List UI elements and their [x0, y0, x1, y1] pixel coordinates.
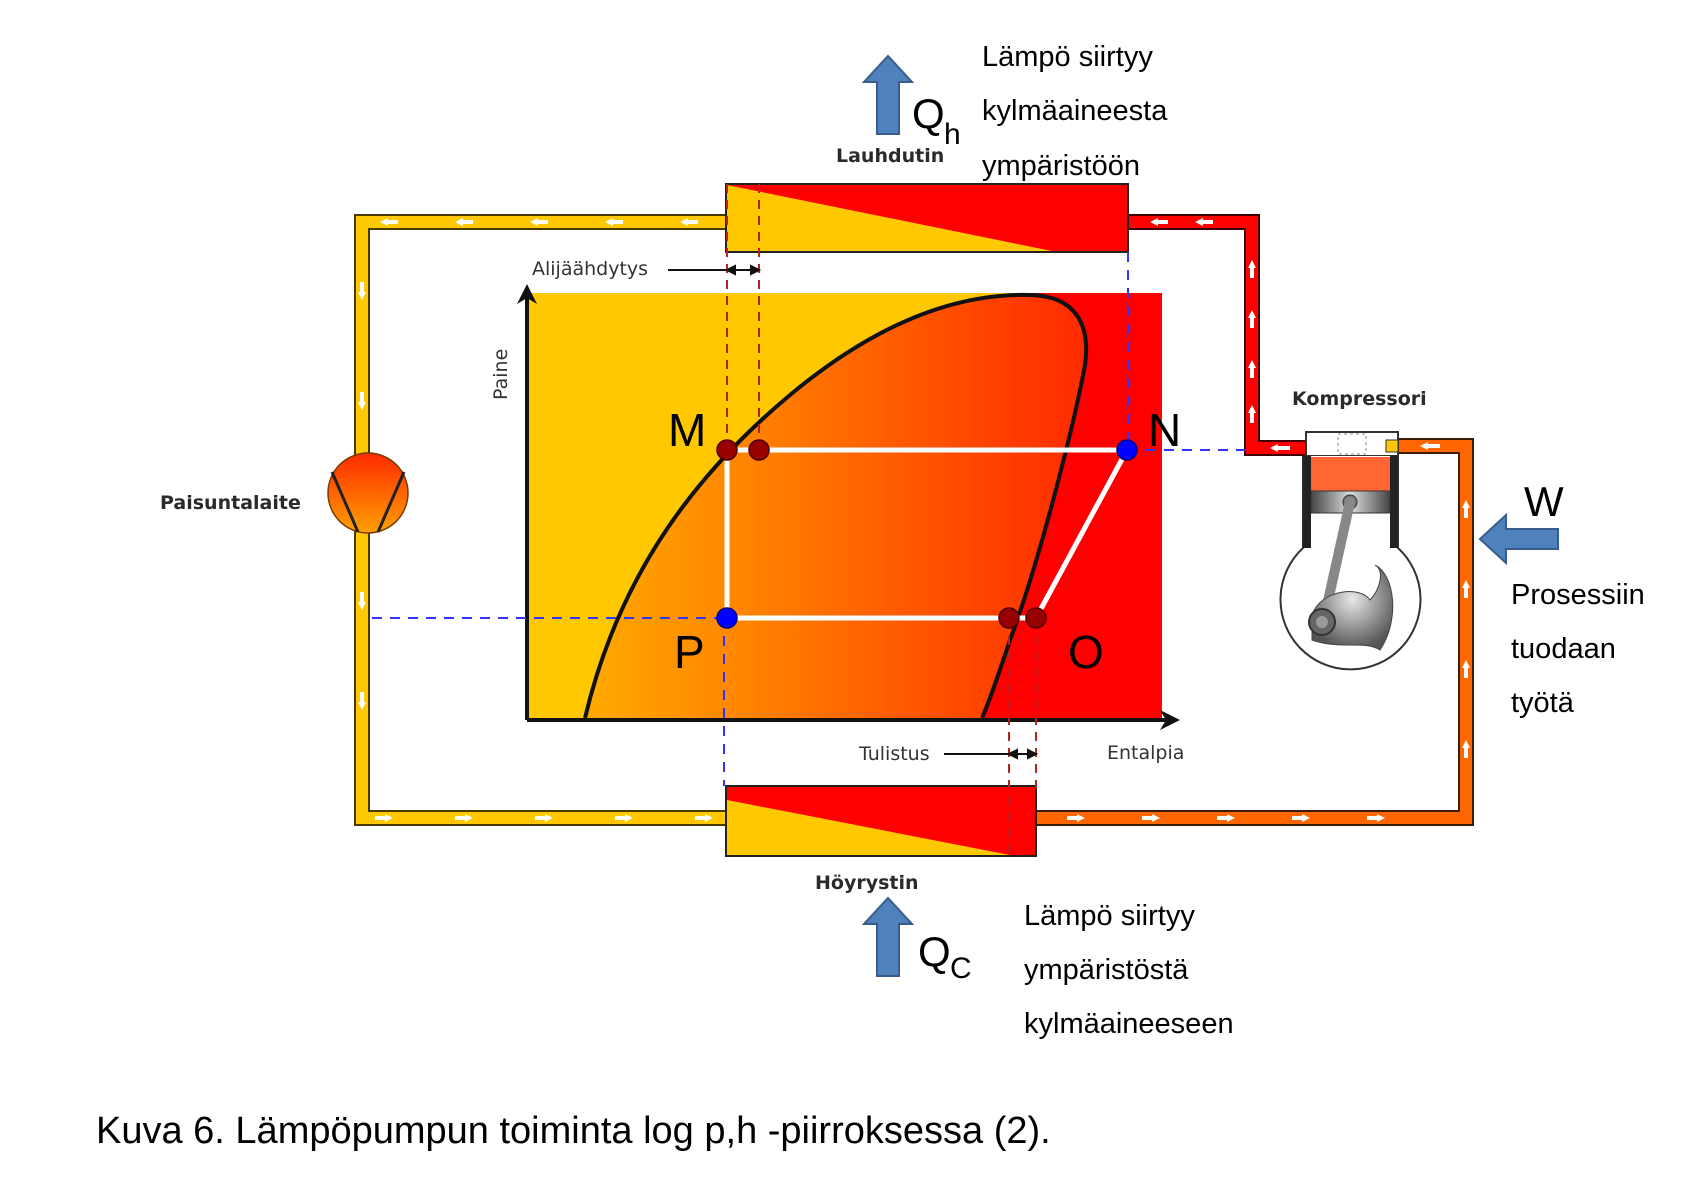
flow-arrows-discharge: [1150, 218, 1290, 452]
compressor-label: Kompressori: [1292, 388, 1427, 410]
work-in-arrow-icon: [1478, 512, 1559, 566]
point-label-m: M: [668, 404, 706, 456]
superheat-label: Tulistus: [858, 743, 930, 765]
figure-caption: Kuva 6. Lämpöpumpun toiminta log p,h -pi…: [96, 1110, 1051, 1152]
superheat-dimension: [944, 748, 1039, 760]
cycle-path: [724, 447, 1130, 621]
point-label-n: N: [1148, 404, 1181, 456]
work-text-line-2: tuodaan: [1511, 633, 1616, 665]
x-axis-arrow-icon: [1160, 710, 1180, 730]
blue-guides: [372, 252, 1252, 786]
heat-in-arrow-icon: [861, 896, 915, 977]
heat-in-text-line-2: ympäristöstä: [1024, 954, 1189, 986]
condenser: [725, 183, 1129, 253]
heat-out-text-line-1: Lämpö siirtyy: [982, 41, 1153, 73]
point-label-p: P: [674, 626, 705, 678]
point-label-o: O: [1068, 626, 1104, 678]
y-axis-label: Paine: [490, 349, 512, 400]
state-point-m: [716, 439, 738, 461]
heat-out-symbol: Q: [912, 90, 945, 137]
heat-in-subscript: C: [950, 952, 972, 985]
state-point-p: [716, 607, 738, 629]
compressor-icon: [1279, 431, 1422, 671]
subcooling-dimension: [668, 264, 762, 276]
subcooling-label: Alijäähdytys: [532, 258, 648, 280]
state-point-n: [1116, 439, 1138, 461]
ph-chart: M N O P Paine Entalpia: [372, 184, 1252, 855]
heat-out-arrow-icon: [861, 54, 915, 135]
heat-out-subscript: h: [944, 118, 961, 151]
two-phase-dome: [585, 294, 1087, 718]
y-axis-arrow-icon: [517, 284, 537, 304]
x-axis-label: Entalpia: [1107, 742, 1184, 764]
work-symbol: W: [1524, 478, 1564, 525]
heat-in-text-line-1: Lämpö siirtyy: [1024, 900, 1195, 932]
expansion-valve-label: Paisuntalaite: [160, 492, 301, 514]
subcooling-guides: [726, 184, 760, 450]
flow-arrows-suction: [1067, 442, 1470, 822]
work-text-line-3: työtä: [1511, 687, 1575, 719]
heat-out-text-line-2: kylmäaineesta: [982, 95, 1168, 127]
heat-in-symbol: Q: [918, 928, 951, 975]
state-point-m-sat: [748, 439, 770, 461]
work-text-line-1: Prosessiin: [1511, 579, 1645, 611]
heat-in-text-line-3: kylmäaineeseen: [1024, 1008, 1234, 1040]
superheat-guides: [1008, 620, 1037, 855]
flow-arrows-liquid: [358, 218, 713, 822]
evaporator: [725, 785, 1037, 857]
state-point-o: [1025, 607, 1047, 629]
expansion-valve-icon: [327, 452, 409, 534]
condenser-label: Lauhdutin: [836, 145, 944, 167]
state-point-o-sat: [998, 607, 1020, 629]
heat-out-text-line-3: ympäristöön: [982, 150, 1140, 182]
subcooled-region: [527, 293, 1020, 718]
evaporator-label: Höyrystin: [815, 872, 919, 894]
